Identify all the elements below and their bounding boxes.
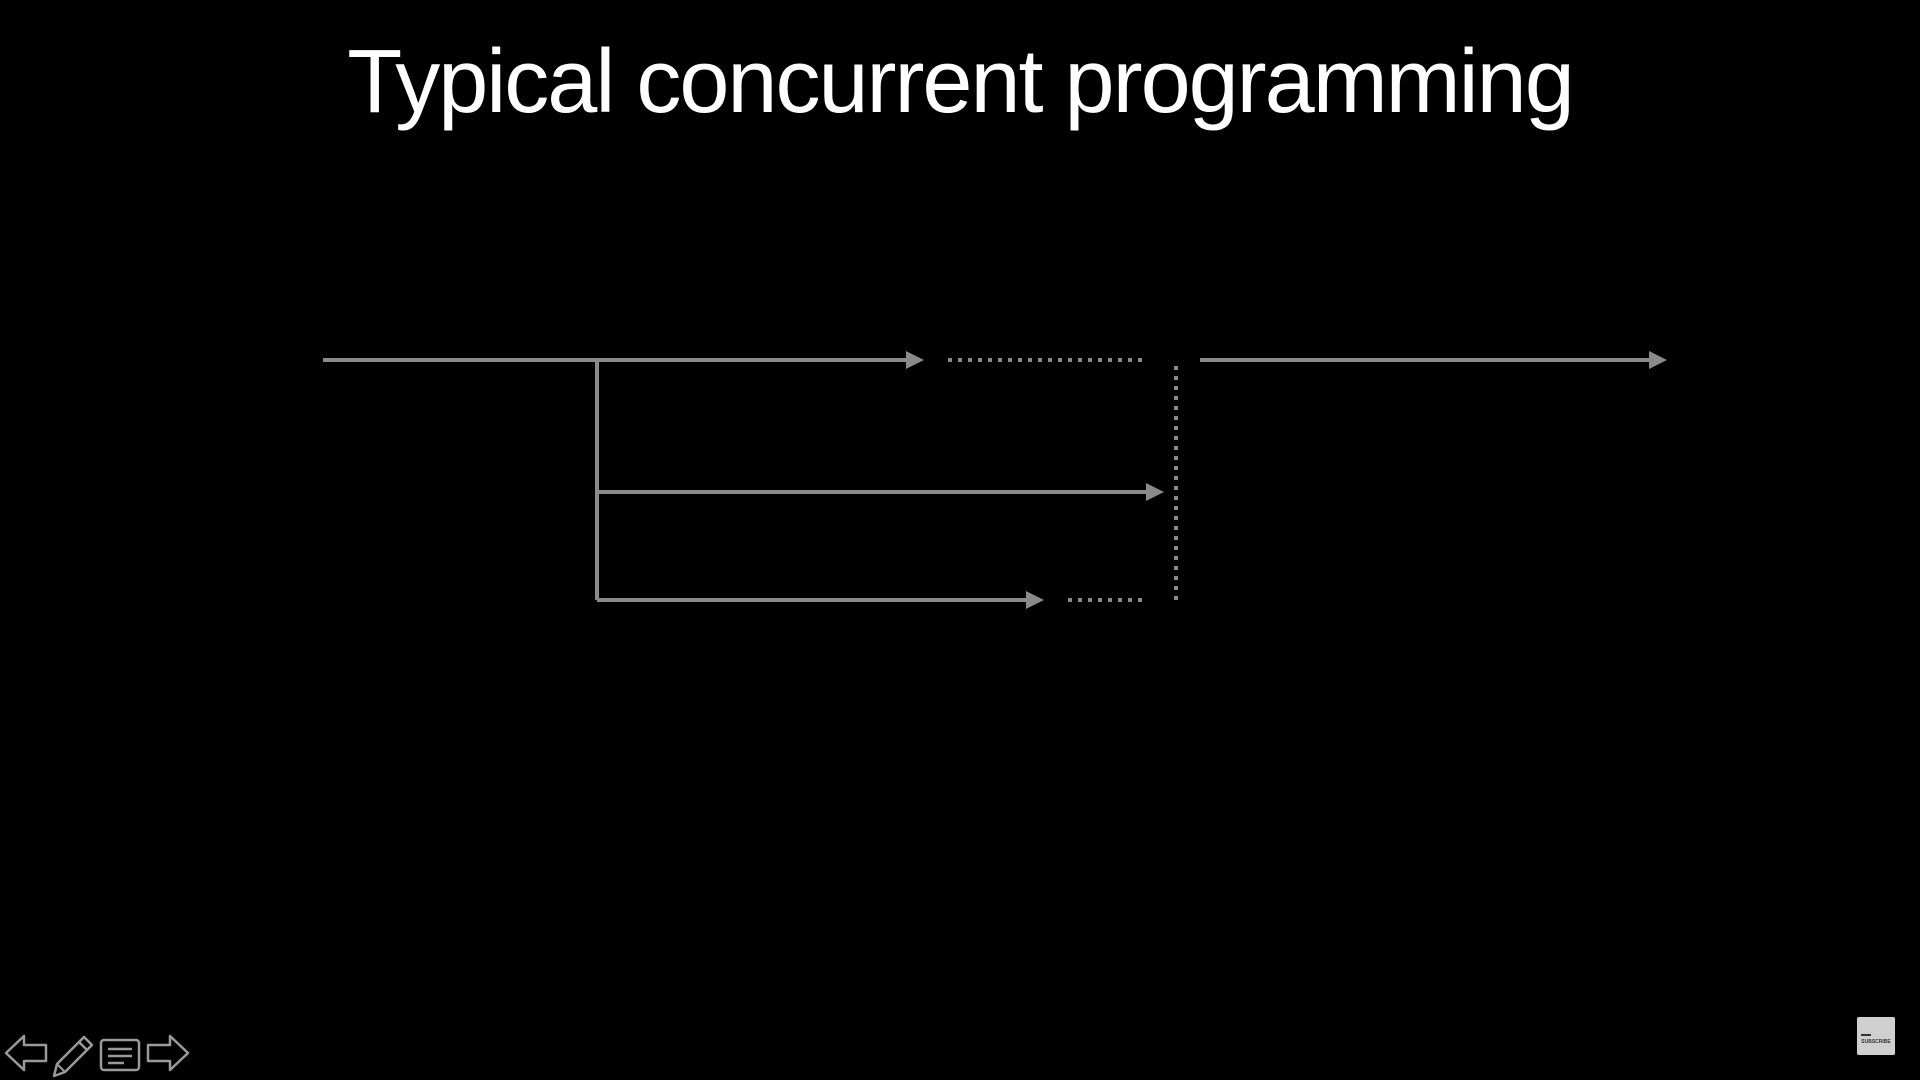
thread-2-arrowhead [1146, 483, 1164, 501]
presentation-toolbar [0, 1026, 200, 1080]
pencil-icon[interactable] [48, 1026, 96, 1080]
arrow-left-icon[interactable] [2, 1026, 50, 1080]
notes-icon[interactable] [96, 1026, 144, 1080]
main-thread-arrowhead [906, 351, 924, 369]
arrow-right-icon[interactable] [144, 1026, 192, 1080]
badge-bar [1861, 1034, 1871, 1036]
main-thread-continue-arrowhead [1649, 351, 1667, 369]
slide-title: Typical concurrent programming [347, 32, 1575, 132]
subscribe-label: SUBSCRIBE [1861, 1039, 1891, 1045]
thread-3-arrowhead [1026, 591, 1044, 609]
subscribe-badge[interactable]: SUBSCRIBE [1857, 1017, 1895, 1055]
